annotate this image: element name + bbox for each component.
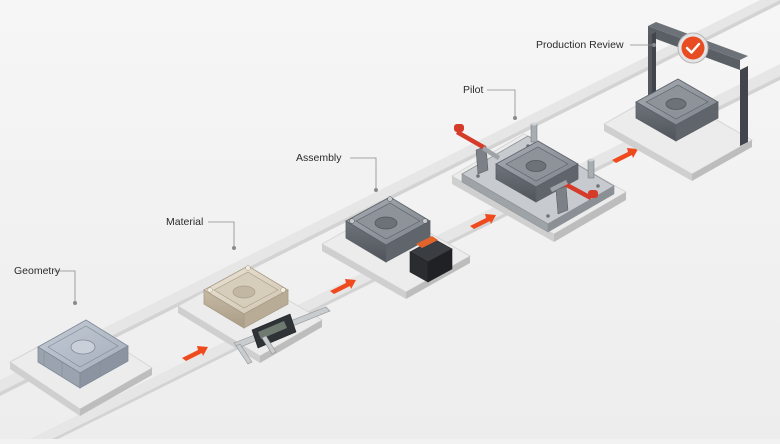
production-part xyxy=(635,78,719,142)
stage-label-pilot: Pilot xyxy=(463,84,484,96)
arrow-right-icon xyxy=(182,346,208,361)
material-leader-line xyxy=(208,221,236,250)
geometry-leader-line xyxy=(54,270,77,305)
toggle-clamp-left xyxy=(454,124,500,175)
pilot-leader-line xyxy=(487,89,517,120)
assembly-part xyxy=(345,196,431,263)
geometry-stage xyxy=(9,270,153,416)
pilot-part xyxy=(495,140,579,203)
stage-label-material: Material xyxy=(166,216,204,228)
checkmark-icon xyxy=(677,32,709,64)
material-stage xyxy=(177,221,331,365)
geometry-part xyxy=(37,319,129,389)
stage-label-assembly: Assembly xyxy=(296,152,342,164)
assembly-stage xyxy=(320,157,472,299)
production-review-stage xyxy=(602,22,754,181)
production-leader-line xyxy=(630,43,656,47)
stage-label-geometry: Geometry xyxy=(14,265,61,277)
connector-icon xyxy=(409,236,453,283)
toggle-clamp-right xyxy=(550,180,598,215)
material-part xyxy=(203,265,289,329)
assembly-leader-line xyxy=(350,157,378,192)
pilot-stage xyxy=(450,89,628,242)
arrow-right-icon xyxy=(612,148,638,163)
locating-pins xyxy=(530,122,595,179)
arrow-right-icon xyxy=(470,214,496,229)
stage-label-production-review: Production Review xyxy=(536,39,624,51)
caliper-icon xyxy=(233,306,331,365)
arrow-right-icon xyxy=(330,279,356,294)
